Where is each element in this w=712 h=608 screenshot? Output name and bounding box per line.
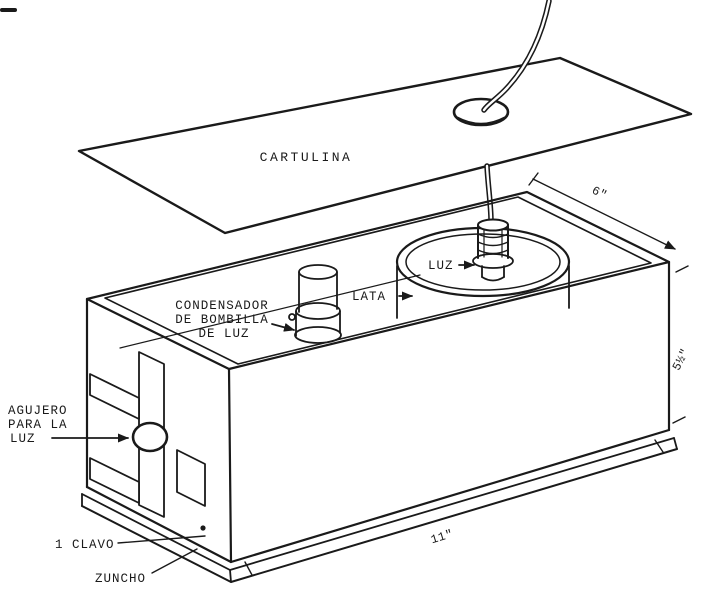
condenser-sides (298, 271, 338, 313)
dim-ticks-11in (244, 439, 664, 576)
socket-neck (481, 265, 505, 278)
light-hole (131, 421, 169, 453)
label-zuncho: ZUNCHO (95, 572, 146, 586)
socket-neck-bottom (481, 276, 505, 282)
dim-label-5half: 5½" (670, 346, 693, 373)
label-lata: LATA (352, 290, 386, 304)
cartulina-hole-thickness (456, 116, 506, 125)
box-top-inner-rim (104, 196, 652, 365)
box-base-corners (81, 437, 678, 583)
label-agujero-line1: AGUJERO (8, 404, 68, 418)
zuncho-leader (151, 548, 198, 574)
bracket-plate (176, 449, 206, 507)
socket-top (477, 218, 509, 232)
socket-ribs (477, 233, 509, 255)
socket-shading (483, 227, 503, 258)
condenser-base (294, 326, 342, 344)
label-agujero-line2: PARA LA (8, 418, 68, 432)
label-agujero-line3: LUZ (10, 432, 36, 446)
label-condensador-line1: CONDENSADOR (175, 299, 269, 313)
front-hardware (89, 351, 206, 531)
nail (200, 525, 206, 531)
condenser-base-sides (295, 310, 341, 337)
label-clavo: 1 CLAVO (55, 538, 115, 552)
dim-label-11in: 11" (429, 527, 455, 547)
labels: CONDENSADOR DE BOMBILLA DE LUZ LATA LUZ … (8, 259, 454, 586)
label-luz: LUZ (428, 259, 454, 273)
cord-upper-core (482, 0, 551, 112)
strap-left-bottom (89, 457, 140, 504)
condenser-top (298, 264, 338, 280)
lamp-cord (481, 0, 552, 224)
dim-label-6in: 6" (589, 184, 609, 203)
condenser-collar (295, 302, 341, 320)
clavo-leader (117, 535, 206, 544)
label-condensador-line2: DE BOMBILLA (175, 313, 269, 327)
cartulina-hole (452, 97, 510, 127)
dimensions: 6" 5½" 11" (244, 172, 693, 576)
leader-lines (51, 260, 475, 574)
bulb-socket (472, 218, 514, 282)
condenser-knob (288, 313, 296, 321)
box-front-corner-edge (227, 367, 233, 564)
cord-lower-core (485, 164, 493, 223)
box-floor-edge (119, 274, 421, 349)
can-inner-rim (405, 233, 561, 291)
condenser-arrow (271, 323, 295, 332)
dim-tick-6in (528, 172, 539, 186)
condenser (288, 264, 342, 344)
box-bottom-edge (85, 428, 671, 564)
cartulina-outline (77, 56, 693, 235)
label-cartulina: CARTULINA (260, 150, 353, 165)
wooden-box (81, 190, 678, 583)
can-outer-rim (395, 226, 571, 298)
dim-line-6in (532, 178, 676, 250)
cartulina-sheet: CARTULINA (77, 56, 693, 235)
strap-left-top (89, 373, 140, 420)
label-condensador-line3: DE LUZ (198, 327, 249, 341)
dim-ticks-5half (672, 265, 689, 424)
